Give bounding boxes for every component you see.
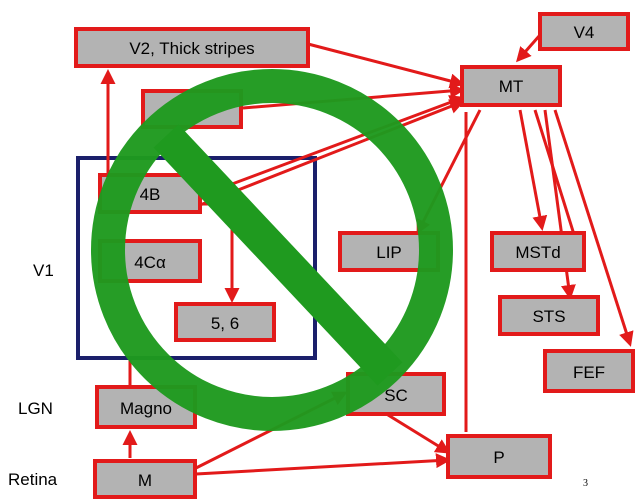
arrow-sc-to-p (379, 408, 451, 454)
node-sts: STS (498, 295, 600, 336)
node-v4: V4 (538, 12, 630, 51)
slide-number: 3 (583, 478, 588, 489)
arrow-v2-to-mt (307, 42, 465, 89)
svg-text:LIP: LIP (376, 243, 402, 262)
svg-text:STS: STS (532, 307, 565, 326)
label-lgn: LGN (18, 399, 53, 418)
svg-text:4B: 4B (140, 185, 161, 204)
svg-text:M: M (138, 471, 152, 490)
label-v1: V1 (33, 261, 54, 280)
node-mstd: MSTd (490, 231, 586, 272)
arrow-mt-to-mstd (518, 109, 548, 231)
node-5-6: 5, 6 (174, 302, 276, 342)
arrow-4b-to-mt (199, 95, 465, 198)
svg-text:MT: MT (499, 77, 524, 96)
svg-text:MSTd: MSTd (515, 243, 560, 262)
svg-text:P: P (493, 448, 504, 467)
svg-text:Magno: Magno (120, 399, 172, 418)
svg-text:V2, Thick stripes: V2, Thick stripes (129, 39, 254, 58)
node-p: P (446, 434, 552, 479)
node-fef: FEF (543, 349, 635, 393)
svg-text:5, 6: 5, 6 (211, 314, 239, 333)
arrow-v4-to-mt (516, 34, 542, 63)
arrow-4b-to-mt-2 (199, 99, 465, 207)
node-m: M (93, 459, 197, 499)
arrow-m-to-p (195, 453, 451, 476)
svg-text:FEF: FEF (573, 363, 605, 382)
label-retina: Retina (8, 470, 58, 489)
svg-text:V4: V4 (574, 23, 595, 42)
node-mt: MT (460, 65, 562, 107)
svg-text:SC: SC (384, 386, 408, 405)
prohibition-icon (91, 69, 453, 431)
svg-text:4Cα: 4Cα (134, 253, 166, 272)
node-v2-thick-stripes: V2, Thick stripes (74, 27, 310, 68)
arrow-mt-to-fef (553, 109, 634, 347)
